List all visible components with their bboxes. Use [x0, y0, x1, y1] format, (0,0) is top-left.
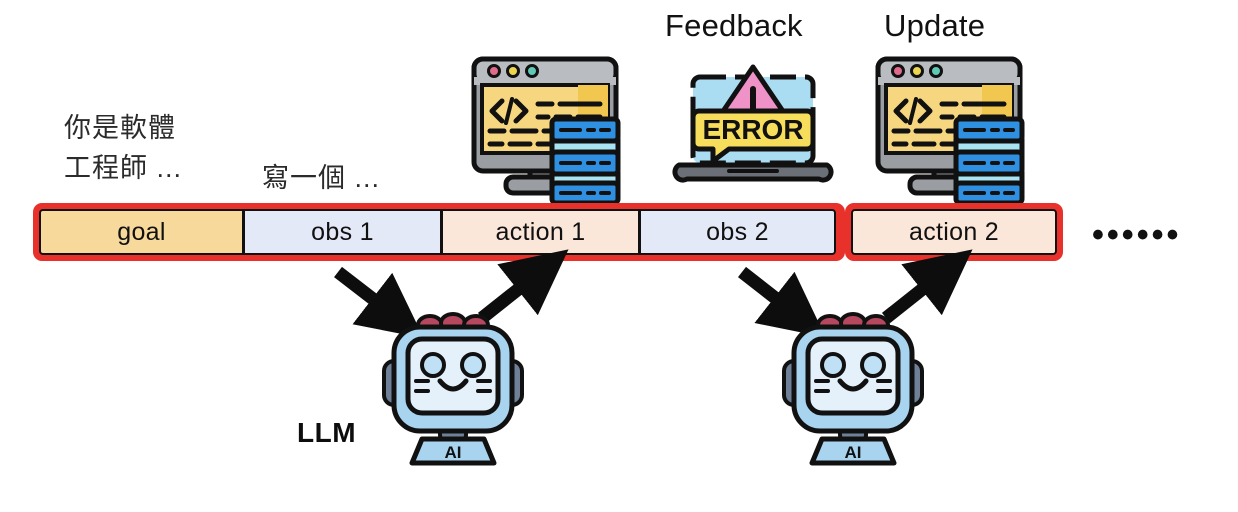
svg-text:AI: AI: [445, 443, 462, 462]
segment-obs-2[interactable]: obs 2: [639, 209, 836, 255]
trajectory-group-1: goal obs 1 action 1 obs 2: [33, 203, 845, 261]
caption-update: Update: [884, 8, 986, 43]
code-server-monitor-icon: [468, 55, 626, 206]
svg-text:AI: AI: [845, 443, 862, 462]
llm-robot-1: AI: [378, 303, 528, 468]
sequence-ellipsis: ••••••: [1092, 216, 1182, 254]
code-server-monitor-icon: [872, 55, 1030, 206]
segment-obs-1[interactable]: obs 1: [243, 209, 442, 255]
goal-prompt-line2: 工程師 ...: [64, 153, 183, 183]
segment-goal[interactable]: goal: [39, 209, 244, 255]
llm-robot-2: AI: [778, 303, 928, 468]
llm-label: LLM: [297, 417, 357, 448]
goal-prompt-line1: 你是軟體: [64, 113, 176, 143]
svg-text:ERROR: ERROR: [702, 114, 803, 145]
segment-action-2[interactable]: action 2: [851, 209, 1057, 255]
trajectory-group-2: action 2: [845, 203, 1063, 261]
segment-action-1[interactable]: action 1: [441, 209, 640, 255]
caption-feedback: Feedback: [665, 8, 803, 43]
obs1-prompt-line1: 寫一個 ...: [262, 163, 381, 193]
error-laptop-icon: ERROR: [672, 57, 834, 197]
